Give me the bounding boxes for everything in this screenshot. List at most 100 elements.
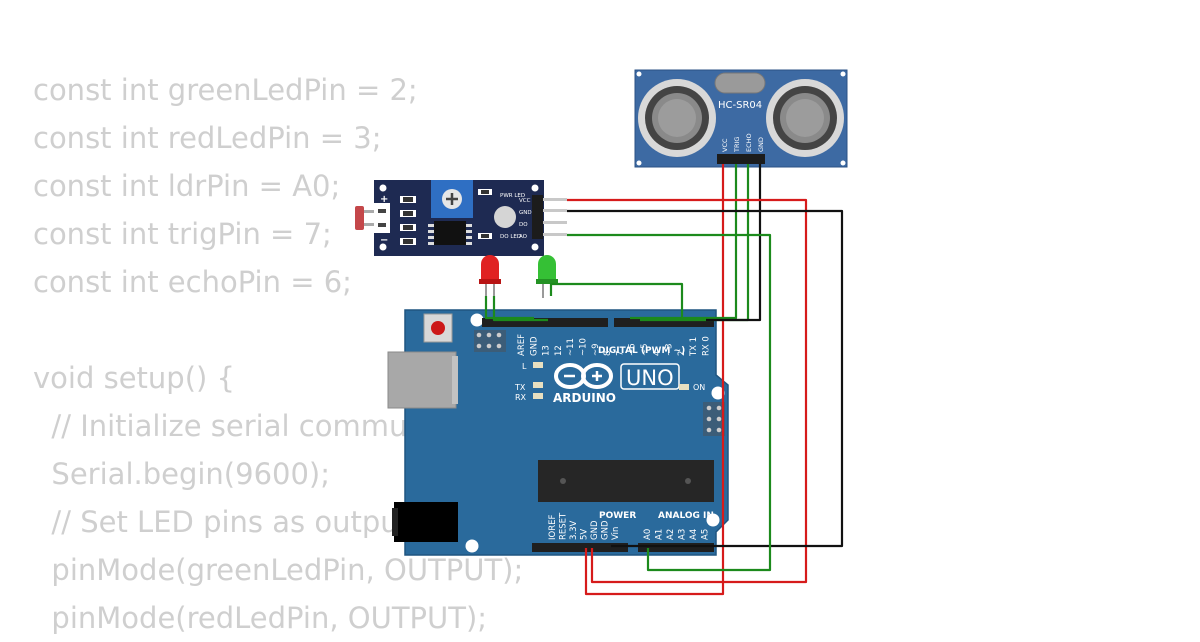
power-pin-label: IOREF (548, 515, 558, 540)
digital-pin-label: 4 (652, 351, 662, 356)
transducer-left (638, 79, 716, 157)
arduino-logo (554, 363, 613, 389)
sonar-pin-labels: VCC TRIG ECHO GND (721, 133, 765, 153)
wire-sonar-echo (640, 164, 750, 322)
sensor-model-label: HC-SR04 (718, 100, 762, 111)
photoresistor (355, 206, 364, 230)
digital-pin-label: GND (529, 336, 539, 356)
wire-green-led-anode (549, 282, 684, 320)
code-line: Serial.begin(9600); (33, 457, 331, 491)
code-line: // Set LED pins as outpu (33, 505, 399, 539)
power-label: POWER (599, 511, 636, 521)
power-header[interactable] (532, 543, 628, 552)
digital-pin-label: TX 1 (689, 337, 699, 357)
analog-label: ANALOG IN (658, 511, 714, 521)
ldr-pin-label: AO (519, 234, 528, 240)
do-led-label: DO LED (500, 234, 521, 240)
digital-pin-label: 7 (615, 351, 625, 356)
wire-ldr-gnd (567, 209, 844, 548)
digital-pin-label: ~9 (591, 343, 601, 356)
code-line: const int redLedPin = 3; (33, 121, 382, 155)
mounting-hole (470, 313, 484, 327)
module-indicator-led (494, 206, 516, 228)
power-jack (394, 502, 458, 542)
ldr-module[interactable]: + − PWR LED DO LED VCC GND DO AO (355, 180, 567, 256)
atmega-chip (538, 460, 714, 502)
wire-sonar-trig (630, 164, 738, 320)
sonar-pin-label: ECHO (745, 133, 753, 152)
polarity-minus: − (380, 235, 388, 246)
analog-header[interactable] (638, 543, 714, 552)
digital-pin-label: ~3 (665, 343, 675, 356)
power-pin-label: Vin (611, 527, 621, 540)
digital-pin-label: 12 (554, 345, 564, 356)
potentiometer[interactable] (431, 180, 473, 218)
code-line: // Initialize serial commu (33, 409, 408, 443)
digital-pin-label: AREF (517, 334, 527, 356)
arduino-model-label: UNO (626, 366, 674, 390)
ldr-pin-labels: VCC GND DO AO (519, 198, 532, 240)
ldr-pin-label: VCC (519, 198, 531, 204)
indicator-on-label: ON (693, 383, 705, 392)
power-pin-label: RESET (559, 512, 569, 540)
code-line: void setup() { (33, 361, 235, 395)
power-pin-label: GND (601, 520, 611, 540)
code-line: pinMode(redLedPin, OUTPUT); (33, 601, 488, 635)
indicator-l-label: L (522, 362, 527, 371)
mounting-hole (706, 513, 720, 527)
analog-pin-label: A1 (655, 529, 665, 540)
indicator-rx-label: RX (515, 393, 527, 402)
analog-pin-label: A4 (689, 529, 699, 540)
transducer-right (766, 79, 844, 157)
wire-ldr-ao (567, 233, 772, 572)
code-line: const int greenLedPin = 2; (33, 73, 418, 107)
mounting-hole (465, 539, 479, 553)
wire-sonar-vcc (584, 164, 725, 596)
smd-resistors (400, 189, 492, 245)
arduino-uno-board[interactable]: ARDUINO UNO DIGITAL (PWM ~) POWER ANALOG… (387, 309, 729, 556)
sonar-pin-header[interactable] (717, 154, 765, 164)
sonar-pin-label: TRIG (733, 137, 741, 153)
wire-ldr-vcc (567, 198, 808, 584)
red-led[interactable] (479, 255, 501, 298)
green-led[interactable] (536, 255, 558, 298)
code-line: pinMode(greenLedPin, OUTPUT); (33, 553, 524, 587)
ldr-pin-label: GND (519, 210, 532, 216)
digital-header[interactable] (614, 318, 714, 327)
icsp-header (474, 330, 506, 352)
sonar-pin-label: VCC (721, 138, 729, 152)
ldr-pin-header[interactable] (532, 195, 567, 239)
digital-header-label: DIGITAL (PWM ~) (598, 346, 685, 356)
icsp-header-right (703, 402, 725, 436)
hc-sr04-sensor[interactable]: HC-SR04 VCC TRIG ECHO GND (634, 69, 848, 168)
digital-pin-label: ~11 (566, 338, 576, 356)
sonar-pin-label: GND (757, 137, 765, 152)
power-pin-label: 3.3V (569, 520, 579, 540)
polarity-plus: + (380, 194, 388, 205)
wire-led-gnd (492, 296, 548, 322)
digital-pin-label: 8 (603, 351, 613, 356)
code-line: const int ldrPin = A0; (33, 169, 341, 203)
code-line: const int echoPin = 6; (33, 265, 352, 299)
ldr-pin-label: DO (519, 222, 528, 228)
wire-red-led-anode (484, 296, 534, 320)
indicator-leds (533, 362, 689, 399)
digital-pin-label: ~6 (628, 343, 638, 356)
digital-pin-label: 2 (677, 351, 687, 356)
code-line: const int trigPin = 7; (33, 217, 332, 251)
analog-pin-label: A2 (666, 529, 676, 540)
crystal (714, 72, 766, 94)
pwr-led-label: PWR LED (500, 193, 525, 199)
power-pin-label: 5V (580, 529, 590, 540)
arduino-brand-label: ARDUINO (553, 391, 616, 405)
digital-pin-label: ~10 (579, 338, 589, 356)
digital-pin-label: ~5 (640, 343, 650, 356)
digital-header[interactable] (482, 318, 608, 327)
wire-sonar-gnd (706, 164, 762, 322)
power-pin-label: GND (590, 520, 600, 540)
wires (484, 164, 844, 596)
